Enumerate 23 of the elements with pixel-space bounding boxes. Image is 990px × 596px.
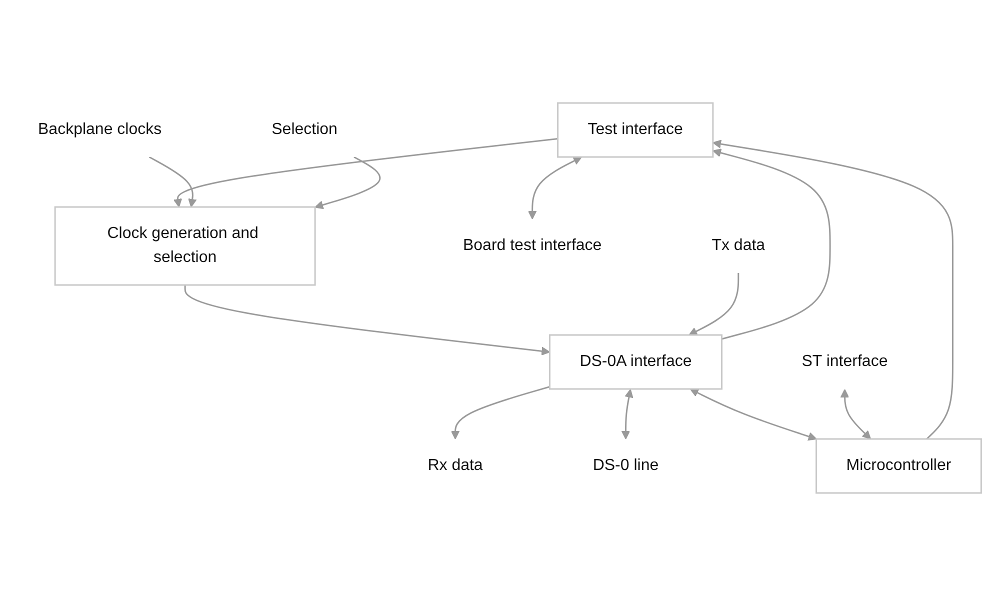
arrow xyxy=(840,389,872,440)
node-box: Clock generation and selection xyxy=(54,206,316,286)
arrow xyxy=(451,386,550,440)
node-text: Rx data xyxy=(428,456,484,474)
node-box: Microcontroller xyxy=(816,438,982,494)
arrow xyxy=(184,285,550,356)
node-text: Backplane clocks xyxy=(38,121,162,138)
arrow xyxy=(622,388,634,440)
node-box: DS-0A interface xyxy=(549,334,723,390)
arrow xyxy=(528,156,582,220)
arrow xyxy=(689,273,740,336)
arrow xyxy=(174,138,558,208)
arrow xyxy=(690,388,818,441)
arrow xyxy=(149,156,198,208)
node-box: Test interface xyxy=(557,102,714,158)
node-text: Tx data xyxy=(712,236,766,254)
node-text: Selection xyxy=(272,121,338,138)
node-text: ST interface xyxy=(802,352,888,370)
node-text: Board test interface xyxy=(463,236,602,254)
node-text: DS-0 line xyxy=(593,456,660,474)
arrow xyxy=(712,140,954,440)
arrow xyxy=(315,156,382,210)
arrow xyxy=(712,148,832,340)
